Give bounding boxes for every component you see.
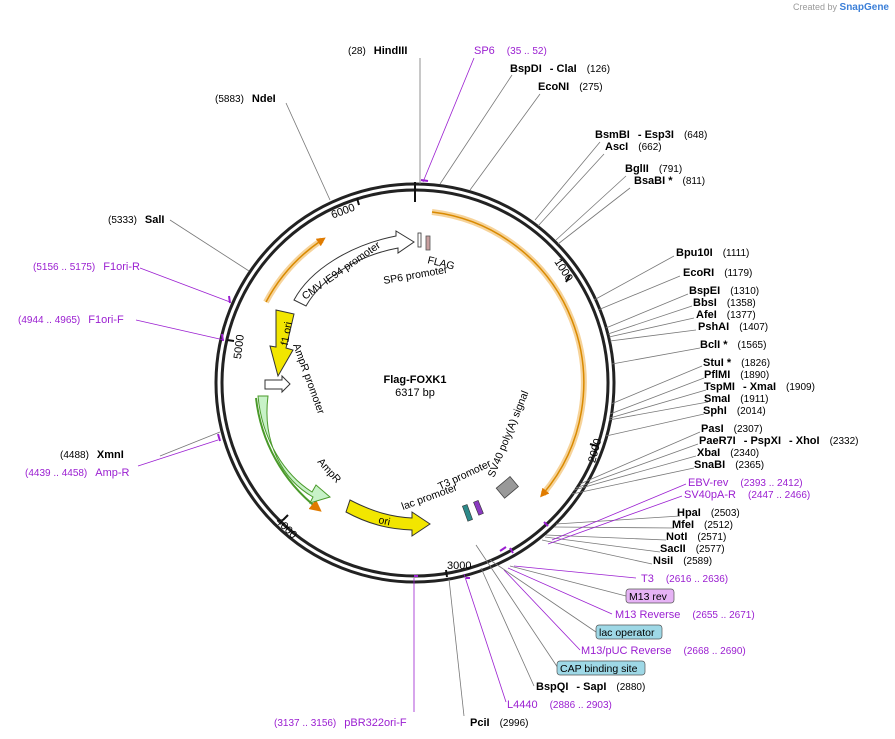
- primer-pbr322ori-f: (3137 .. 3156)pBR322ori-F: [274, 717, 407, 729]
- primer-sp6: SP6(35 .. 52): [474, 45, 547, 57]
- enzyme-tspmi-xmai: TspMI- XmaI(1909): [704, 381, 815, 393]
- snapgene-credit: Created by SnapGene: [793, 2, 889, 13]
- snapgene-logo: SnapGene: [839, 2, 889, 13]
- enzyme-hindiii: (28)HindIII: [348, 45, 407, 57]
- tick-label-3000: 3000: [447, 560, 471, 572]
- ampr-promoter-arrow: [264, 374, 291, 394]
- enzyme-sali: (5333)SalI: [108, 214, 164, 226]
- cap-binding-site-box-label: CAP binding site: [560, 663, 638, 675]
- enzyme-bcli: BclI *(1565): [700, 339, 766, 351]
- primer-l4440: L4440(2886 .. 2903): [507, 699, 612, 711]
- enzyme-stui: StuI *(1826): [703, 357, 770, 369]
- primer-marks: [217, 179, 549, 579]
- primer-leader-lines: [135, 57, 687, 712]
- enzyme-nsii: NsiI(2589): [653, 555, 712, 567]
- m13-rev-box-label: M13 rev: [629, 591, 668, 603]
- tick-label-6000: 6000: [330, 202, 357, 222]
- enzyme-bspqi-sapi: BspQI- SapI(2880): [536, 681, 645, 693]
- enzyme-sphi: SphI(2014): [703, 405, 766, 417]
- enzyme-ndei: (5883)NdeI: [215, 93, 276, 105]
- enzyme-ecori: EcoRI(1179): [683, 267, 752, 279]
- enzyme-bglii: BglII(791): [625, 163, 682, 175]
- primer-ebv-rev: EBV-rev(2393 .. 2412): [688, 477, 803, 489]
- f1-ori-arrow: [269, 309, 295, 378]
- enzyme-bspei: BspEI(1310): [689, 285, 759, 297]
- flag-feature: [417, 232, 422, 248]
- sp6-feature: [425, 235, 431, 251]
- tick-label-5000: 5000: [232, 334, 247, 360]
- enzyme-smai: SmaI(1911): [704, 393, 768, 405]
- ori-label: ori: [377, 514, 391, 528]
- enzyme-sacii: SacII(2577): [660, 543, 725, 555]
- enzyme-bsabi: BsaBI *(811): [634, 175, 705, 187]
- primer-sv40pa-r: SV40pA-R(2447 .. 2466): [684, 489, 810, 501]
- box-leader-lines: [475, 544, 627, 669]
- tick-marks: [226, 197, 598, 578]
- ampr-promoter-label: AmpR promoter: [290, 342, 327, 416]
- ori-arrow: [345, 499, 431, 537]
- primer-f1ori-f: (4944 .. 4965)F1ori-F: [18, 314, 124, 326]
- primer-labels: SP6(35 .. 52) (5156 .. 5175)F1ori-R (494…: [18, 45, 810, 729]
- enzyme-afei: AfeI(1377): [696, 309, 756, 321]
- plasmid-name: Flag-FOXK1: [384, 374, 447, 386]
- m13-rev-box: [625, 588, 675, 604]
- primer-t3: T3(2616 .. 2636): [641, 573, 728, 585]
- sp6-promoter-label: SP6 promoter: [382, 264, 448, 287]
- lac-operator-box: [595, 624, 663, 640]
- enzyme-xmni: (4488)XmnI: [60, 449, 124, 461]
- primer-m13-reverse: M13 Reverse(2655 .. 2671): [615, 609, 755, 621]
- orf-arc-right-line: [431, 211, 585, 498]
- boxed-labels: M13 rev lac operator CAP binding site: [556, 588, 675, 676]
- enzyme-labels-right: BspDI- ClaI(126) EcoNI(275) BsmBI- Esp3I…: [470, 63, 859, 729]
- plasmid-size: 6317 bp: [395, 387, 435, 399]
- enzyme-bbsi: BbsI(1358): [693, 297, 756, 309]
- enzyme-asci: AscI(662): [605, 141, 662, 153]
- enzyme-noti: NotI(2571): [666, 531, 726, 543]
- sv40-polya-label: SV40 poly(A) signal: [486, 389, 532, 479]
- enzyme-pasi: PasI(2307): [701, 423, 763, 435]
- credit-prefix: Created by: [792, 2, 838, 12]
- ampr-arrow: [257, 395, 332, 504]
- m13-rev-feature: [473, 499, 484, 516]
- f1-ori-label: f1 ori: [279, 321, 295, 346]
- lac-operator-feature: [461, 504, 473, 522]
- enzyme-bsmbi-esp3i: BsmBI- Esp3I(648): [595, 129, 707, 141]
- enzyme-pflmi: PflMI(1890): [704, 369, 769, 381]
- orf-arc-right: [431, 209, 587, 496]
- enzyme-econi: EcoNI(275): [538, 81, 603, 93]
- enzyme-hpai: HpaI(2503): [677, 507, 740, 519]
- enzyme-pshai: PshAI(1407): [698, 321, 768, 333]
- enzyme-snabi: SnaBI(2365): [694, 459, 764, 471]
- ampr-green-arc: [255, 397, 322, 512]
- cmv-ie94-promoter-arrow: [293, 230, 415, 307]
- primer-m13-puc-reverse: M13/pUC Reverse(2668 .. 2690): [581, 645, 746, 657]
- enzyme-pcii: PciI(2996): [470, 717, 528, 729]
- enzyme-paer7i-pspxi-xhoi: PaeR7I- PspXI- XhoI(2332): [699, 435, 859, 447]
- enzyme-labels-left: (28)HindIII (5883)NdeI (5333)SalI (4488)…: [60, 45, 407, 461]
- enzyme-xbai: XbaI(2340): [697, 447, 759, 459]
- enzyme-bspdi-clai: BspDI- ClaI(126): [510, 63, 610, 75]
- lac-operator-box-label: lac operator: [599, 627, 655, 639]
- primer-f1ori-r: (5156 .. 5175)F1ori-R: [33, 261, 140, 273]
- sv40-polya-feature: [495, 476, 519, 499]
- enzyme-mfei: MfeI(2512): [672, 519, 733, 531]
- orf-arc-left-line: [265, 237, 326, 303]
- primer-amp-r: (4439 .. 4458)Amp-R: [25, 467, 130, 479]
- ampr-label: AmpR: [315, 456, 344, 486]
- enzyme-leader-lines: [159, 58, 709, 717]
- cap-binding-site-box: [556, 660, 646, 676]
- enzyme-bpu10i: Bpu10I(1111): [676, 247, 749, 259]
